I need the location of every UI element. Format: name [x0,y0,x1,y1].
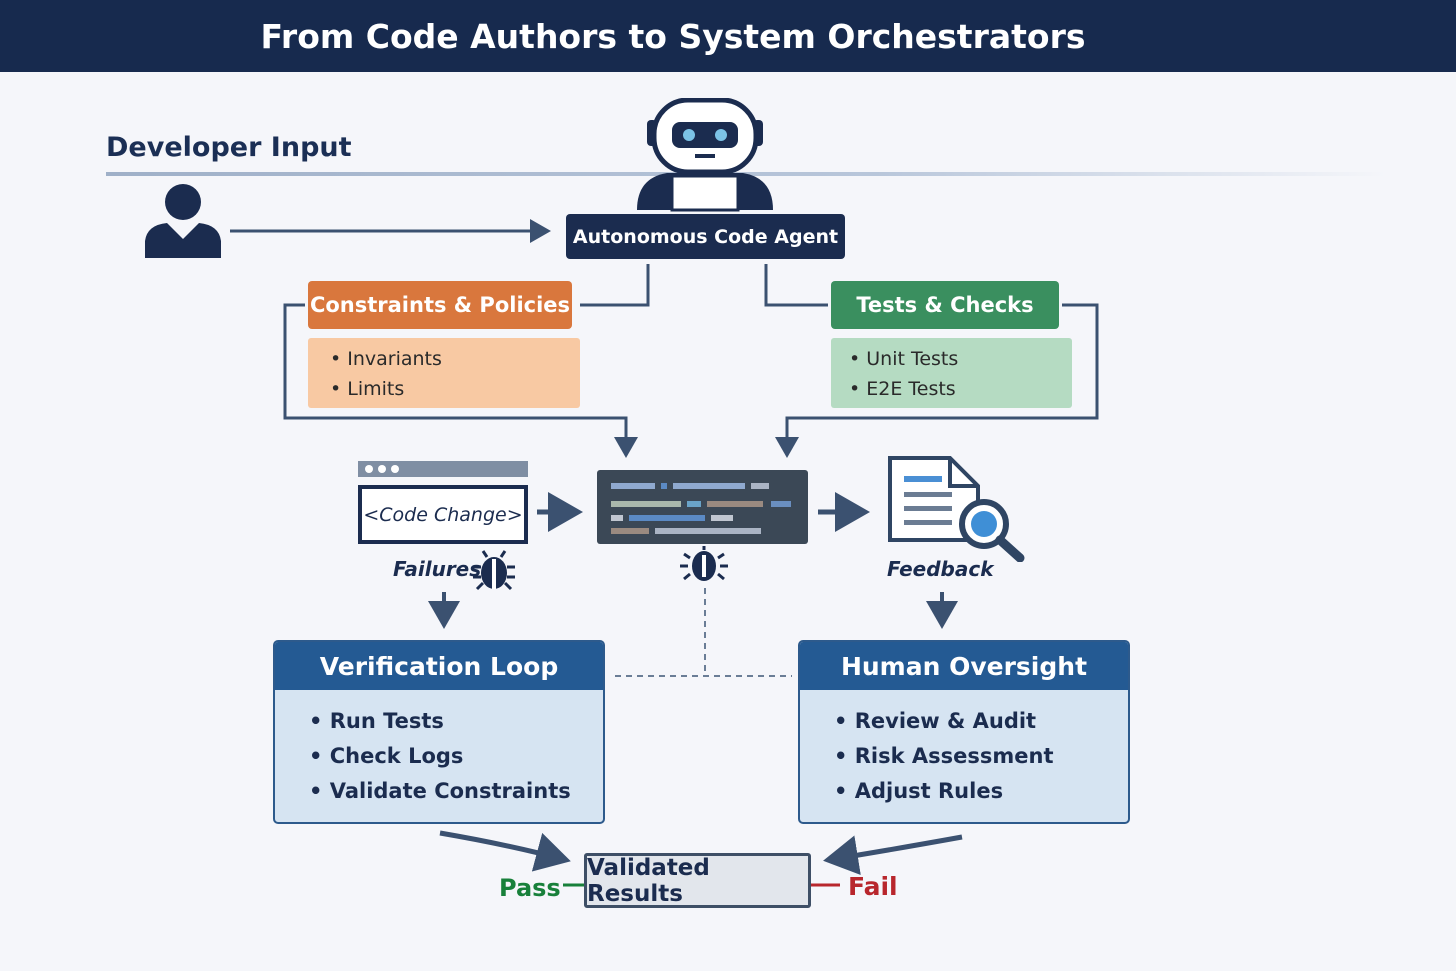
robot-icon [637,98,773,212]
list-item: • E2E Tests [849,378,956,400]
arrow-human-to-results [823,834,963,875]
arrow-constraints-to-code [283,303,638,458]
list-item: • Risk Assessment [834,744,1054,768]
list-item: • Review & Audit [834,709,1037,733]
list-item: • Unit Tests [849,348,959,370]
arrow-tests-to-code [775,303,1099,458]
constraints-header: Constraints & Policies [308,281,572,329]
tests-header: Tests & Checks [831,281,1059,329]
list-item: • Run Tests [309,709,444,733]
list-item: • Limits [330,378,405,400]
tests-list: • Unit Tests • E2E Tests [831,338,1072,408]
verification-loop-panel: Verification Loop • Run Tests • Check Lo… [273,640,605,824]
list-item: • Adjust Rules [834,779,1004,803]
human-oversight-title: Human Oversight [800,642,1128,690]
verification-loop-title: Verification Loop [275,642,603,690]
bug-icon [473,550,515,591]
fail-label: Fail [848,872,898,901]
developer-input-label: Developer Input [106,132,352,163]
connector-agent-constraints [580,264,650,307]
failures-label: Failures [393,557,482,581]
dashed-link [615,588,792,677]
document-search-icon [888,456,1025,562]
pass-label: Pass [499,874,561,902]
arrow-verif-to-results [439,830,571,872]
feedback-label: Feedback [887,557,994,581]
validated-results-box: Validated Results [584,853,811,908]
code-editor-icon [597,470,808,544]
user-icon [145,184,221,258]
autonomous-code-agent: Autonomous Code Agent [566,214,845,259]
list-item: • Validate Constraints [309,779,571,803]
constraints-list: • Invariants • Limits [308,338,580,408]
browser-window-icon [358,461,528,477]
human-oversight-panel: Human Oversight • Review & Audit • Risk … [798,640,1130,824]
list-item: • Invariants [330,348,442,370]
bug-icon [680,546,728,581]
page-title: From Code Authors to System Orchestrator… [0,0,1456,72]
connector-agent-tests [764,264,828,307]
list-item: • Check Logs [309,744,464,768]
code-change-box: <Code Change> [358,485,528,544]
